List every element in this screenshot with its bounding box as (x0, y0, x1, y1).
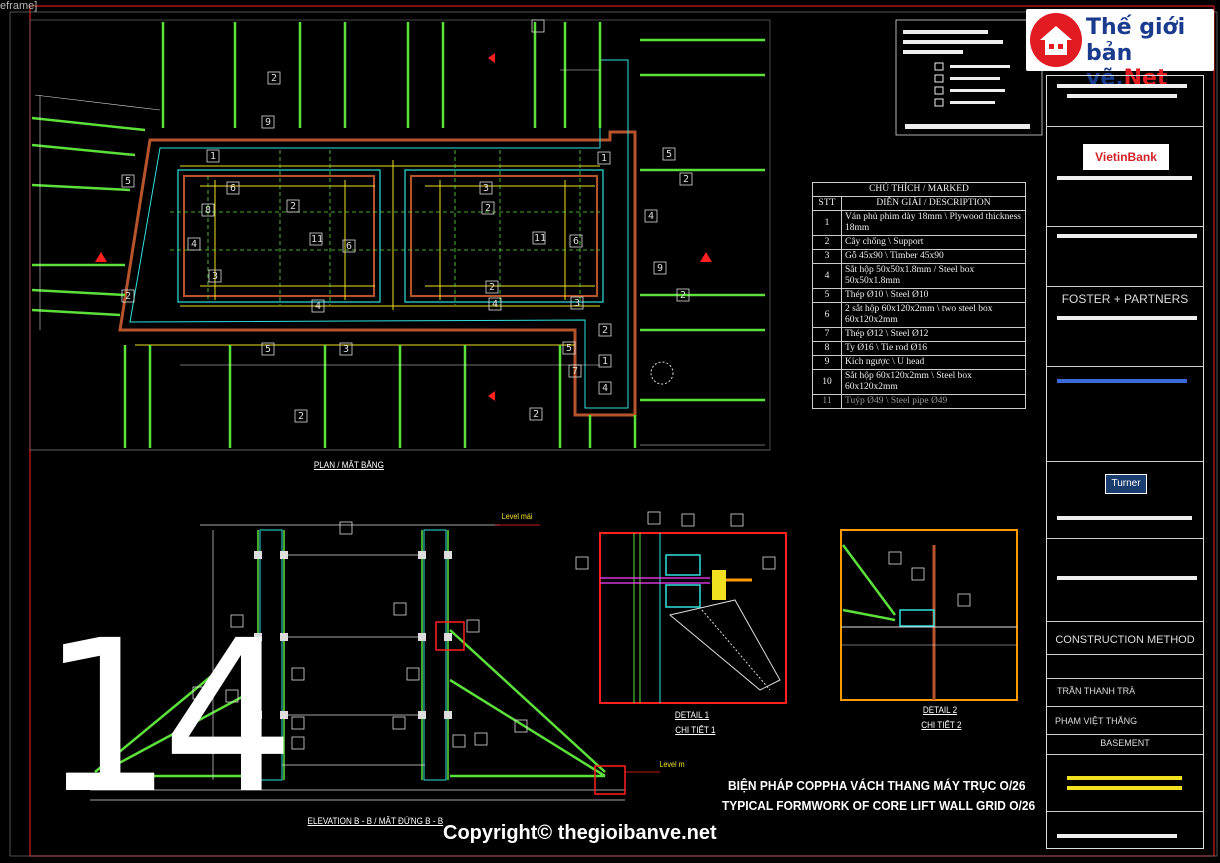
svg-text:4: 4 (492, 299, 498, 310)
svg-text:4: 4 (648, 211, 654, 222)
window-frame-label: eframe] (0, 0, 38, 12)
copyright-watermark: Copyright© thegioibanve.net (443, 822, 717, 844)
elevation-caption: ELEVATION B - B / MẶT ĐỨNG B - B (307, 816, 444, 826)
svg-text:4: 4 (191, 239, 197, 250)
elevation-view (90, 521, 660, 801)
svg-text:1: 1 (210, 151, 216, 162)
svg-text:5: 5 (265, 344, 271, 355)
svg-text:1: 1 (601, 153, 607, 164)
svg-text:2: 2 (485, 203, 491, 214)
detail-1-caption-vn: CHI TIẾT 1 (675, 725, 716, 735)
detail-1-view (575, 511, 787, 704)
person-2: PHẠM VIỆT THẮNG (1055, 716, 1138, 726)
svg-text:2: 2 (533, 409, 539, 420)
drawing-title-en: TYPICAL FORMWORK OF CORE LIFT WALL GRID … (722, 798, 1036, 813)
svg-text:5: 5 (666, 149, 672, 160)
contractor-logo: Turner (1105, 474, 1147, 494)
bank-logo: VietinBank (1083, 144, 1169, 170)
svg-text:2: 2 (489, 282, 495, 293)
svg-text:11: 11 (311, 234, 323, 245)
svg-text:4: 4 (602, 383, 608, 394)
detail-2-caption-vn: CHI TIẾT 2 (921, 720, 962, 730)
svg-text:4: 4 (315, 301, 321, 312)
svg-text:3: 3 (574, 298, 580, 309)
legend-title: CHÚ THÍCH / MARKED (812, 182, 1026, 197)
area-label: BASEMENT (1100, 738, 1150, 748)
svg-text:6: 6 (230, 183, 236, 194)
svg-text:2: 2 (271, 73, 277, 84)
detail-2-view (840, 529, 1018, 701)
logo-line-1: Thế giới (1086, 15, 1186, 40)
level-top-label: Level mái (501, 512, 533, 521)
svg-text:2: 2 (290, 201, 296, 212)
svg-text:5: 5 (566, 343, 572, 354)
svg-text:2: 2 (125, 291, 131, 302)
svg-text:6: 6 (346, 241, 352, 252)
detail-1-caption: DETAIL 1 (674, 710, 710, 720)
svg-text:3: 3 (212, 271, 218, 282)
svg-text:6: 6 (573, 236, 579, 247)
legend-col-desc: DIỄN GIẢI / DESCRIPTION (841, 196, 1026, 211)
person-1: TRẦN THANH TRÀ (1057, 686, 1136, 696)
svg-text:11: 11 (534, 233, 546, 244)
level-bottom-label: Level m (659, 760, 685, 769)
page-number: 14 (40, 595, 295, 840)
svg-text:2: 2 (298, 411, 304, 422)
svg-text:5: 5 (125, 176, 131, 187)
legend-col-stt: STT (812, 196, 842, 211)
plan-view (31, 22, 765, 448)
svg-text:2: 2 (680, 290, 686, 301)
site-logo: Thế giới bản vẽ.Net (1026, 9, 1214, 91)
plan-caption: PLAN / MẶT BẰNG (313, 460, 384, 470)
svg-text:9: 9 (657, 263, 663, 274)
svg-text:7: 7 (572, 366, 578, 377)
house-icon (1030, 13, 1082, 67)
svg-text:9: 9 (265, 117, 271, 128)
construction-method-label: CONSTRUCTION METHOD (1055, 634, 1195, 646)
svg-text:8: 8 (205, 205, 211, 216)
architect-name: FOSTER + PARTNERS (1061, 292, 1189, 306)
svg-text:2: 2 (602, 325, 608, 336)
title-block: VietinBank FOSTER + PARTNERS Turner CONS… (1046, 75, 1204, 849)
svg-text:1: 1 (602, 356, 608, 367)
svg-text:3: 3 (343, 344, 349, 355)
detail-2-caption: DETAIL 2 (922, 705, 958, 715)
svg-text:2: 2 (683, 174, 689, 185)
svg-text:3: 3 (483, 183, 489, 194)
drawing-title-vn: BIỆN PHÁP COPPHA VÁCH THANG MÁY TRỤC O/2… (728, 778, 1026, 793)
